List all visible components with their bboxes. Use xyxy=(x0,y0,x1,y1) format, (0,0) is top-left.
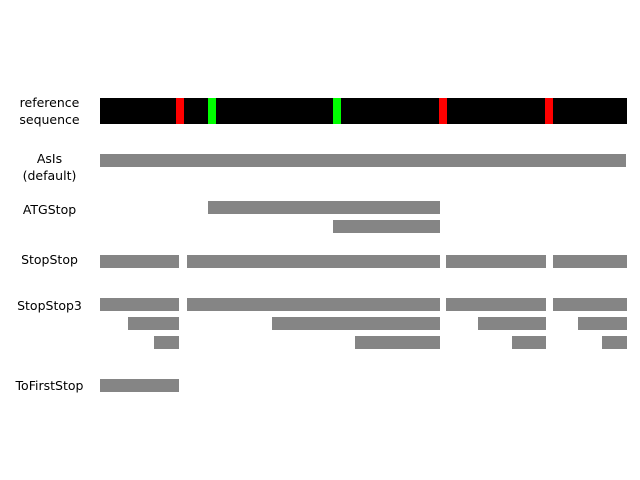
row-label-stopstop: StopStop xyxy=(0,251,99,268)
start-codon-marker xyxy=(333,98,341,124)
row-label-tofirststop: ToFirstStop xyxy=(0,377,99,394)
stopstop3-segment xyxy=(355,336,440,349)
row-label-line: ToFirstStop xyxy=(15,378,84,393)
stopstop-segment xyxy=(553,255,627,268)
stopstop3-segment xyxy=(602,336,627,349)
stop-codon-marker xyxy=(439,98,447,124)
stopstop-segment xyxy=(100,255,179,268)
atgstop-segment xyxy=(333,220,440,233)
row-label-reference: reference sequence xyxy=(0,94,99,128)
stopstop3-segment xyxy=(478,317,546,330)
stopstop-segment xyxy=(187,255,440,268)
atgstop-segment xyxy=(208,201,440,214)
tofirststop-segment xyxy=(100,379,179,392)
stopstop3-segment xyxy=(100,298,179,311)
row-label-atgstop: ATGStop xyxy=(0,201,99,218)
row-label-line: ATGStop xyxy=(22,202,77,217)
row-label-line: sequence xyxy=(19,112,80,127)
stopstop3-segment xyxy=(553,298,627,311)
asis-segment xyxy=(100,154,626,167)
stopstop3-segment xyxy=(512,336,546,349)
stop-codon-marker xyxy=(545,98,553,124)
stopstop3-segment xyxy=(578,317,627,330)
row-label-line: AsIs xyxy=(36,151,63,166)
row-label-line: (default) xyxy=(22,168,77,183)
stop-codon-marker xyxy=(176,98,184,124)
row-label-line: reference xyxy=(19,95,80,110)
stopstop3-segment xyxy=(446,298,546,311)
stopstop3-segment xyxy=(154,336,179,349)
stopstop3-segment xyxy=(272,317,440,330)
row-label-line: StopStop xyxy=(21,252,78,267)
stopstop3-segment xyxy=(187,298,440,311)
start-codon-marker xyxy=(208,98,216,124)
stopstop3-segment xyxy=(128,317,179,330)
row-label-asis: AsIs (default) xyxy=(0,150,99,184)
row-label-stopstop3: StopStop3 xyxy=(0,297,99,314)
reference-sequence-bar xyxy=(100,98,627,124)
stopstop-segment xyxy=(446,255,546,268)
row-label-line: StopStop3 xyxy=(17,298,82,313)
